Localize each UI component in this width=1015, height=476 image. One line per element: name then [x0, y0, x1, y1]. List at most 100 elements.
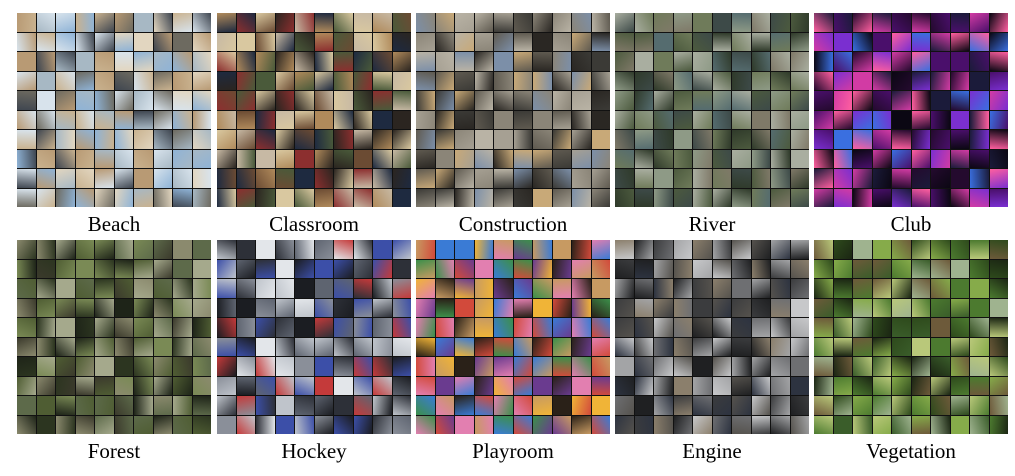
- thumbnail-tile: [790, 149, 809, 168]
- thumbnail-tile: [134, 240, 153, 259]
- thumbnail-tile: [114, 357, 133, 376]
- thumbnail-tile: [114, 279, 133, 298]
- thumbnail-tile: [970, 149, 989, 168]
- thumbnail-mosaic-river: [615, 13, 809, 207]
- thumbnail-tile: [771, 32, 790, 51]
- thumbnail-tile: [75, 13, 94, 32]
- thumbnail-tile: [334, 71, 353, 90]
- thumbnail-tile: [673, 130, 692, 149]
- thumbnail-tile: [771, 13, 790, 32]
- thumbnail-tile: [416, 32, 435, 51]
- thumbnail-tile: [416, 396, 435, 415]
- thumbnail-tile: [654, 188, 673, 207]
- thumbnail-tile: [771, 240, 790, 259]
- thumbnail-tile: [153, 130, 172, 149]
- thumbnail-tile: [892, 376, 911, 395]
- thumbnail-tile: [75, 357, 94, 376]
- thumbnail-tile: [435, 169, 454, 188]
- thumbnail-tile: [217, 318, 236, 337]
- thumbnail-tile: [693, 52, 712, 71]
- thumbnail-tile: [153, 357, 172, 376]
- thumbnail-tile: [693, 240, 712, 259]
- thumbnail-tile: [732, 357, 751, 376]
- thumbnail-tile: [654, 415, 673, 434]
- thumbnail-tile: [673, 13, 692, 32]
- thumbnail-tile: [192, 357, 211, 376]
- thumbnail-tile: [911, 279, 930, 298]
- thumbnail-tile: [693, 110, 712, 129]
- thumbnail-tile: [455, 91, 474, 110]
- thumbnail-tile: [173, 240, 192, 259]
- thumbnail-tile: [17, 149, 36, 168]
- thumbnail-tile: [572, 91, 591, 110]
- thumbnail-tile: [771, 169, 790, 188]
- thumbnail-tile: [275, 91, 294, 110]
- thumbnail-tile: [693, 91, 712, 110]
- thumbnail-tile: [833, 357, 852, 376]
- thumbnail-tile: [334, 149, 353, 168]
- thumbnail-tile: [693, 337, 712, 356]
- thumbnail-tile: [634, 259, 653, 278]
- thumbnail-tile: [989, 298, 1008, 317]
- thumbnail-tile: [654, 259, 673, 278]
- thumbnail-tile: [56, 318, 75, 337]
- thumbnail-tile: [134, 71, 153, 90]
- thumbnail-tile: [872, 279, 891, 298]
- thumbnail-tile: [693, 188, 712, 207]
- thumbnail-tile: [256, 13, 275, 32]
- thumbnail-tile: [75, 130, 94, 149]
- thumbnail-tile: [474, 279, 493, 298]
- thumbnail-tile: [334, 279, 353, 298]
- thumbnail-tile: [334, 130, 353, 149]
- thumbnail-tile: [295, 240, 314, 259]
- thumbnail-tile: [892, 52, 911, 71]
- thumbnail-tile: [950, 13, 969, 32]
- thumbnail-tile: [751, 337, 770, 356]
- thumbnail-tile: [275, 169, 294, 188]
- thumbnail-tile: [256, 130, 275, 149]
- thumbnail-tile: [95, 91, 114, 110]
- thumbnail-tile: [17, 415, 36, 434]
- thumbnail-tile: [17, 337, 36, 356]
- thumbnail-tile: [173, 188, 192, 207]
- thumbnail-tile: [314, 337, 333, 356]
- thumbnail-tile: [513, 52, 532, 71]
- thumbnail-tile: [950, 279, 969, 298]
- thumbnail-tile: [455, 110, 474, 129]
- thumbnail-tile: [814, 415, 833, 434]
- thumbnail-tile: [634, 149, 653, 168]
- thumbnail-tile: [732, 376, 751, 395]
- thumbnail-tile: [911, 337, 930, 356]
- thumbnail-tile: [892, 415, 911, 434]
- thumbnail-tile: [392, 396, 411, 415]
- thumbnail-tile: [872, 188, 891, 207]
- thumbnail-tile: [153, 279, 172, 298]
- thumbnail-tile: [36, 71, 55, 90]
- thumbnail-tile: [970, 71, 989, 90]
- thumbnail-tile: [334, 415, 353, 434]
- thumbnail-tile: [435, 357, 454, 376]
- thumbnail-tile: [17, 376, 36, 395]
- thumbnail-tile: [552, 71, 571, 90]
- thumbnail-tile: [911, 32, 930, 51]
- thumbnail-tile: [392, 318, 411, 337]
- thumbnail-tile: [153, 169, 172, 188]
- thumbnail-tile: [552, 337, 571, 356]
- thumbnail-tile: [217, 71, 236, 90]
- thumbnail-tile: [989, 32, 1008, 51]
- thumbnail-tile: [114, 337, 133, 356]
- thumbnail-tile: [373, 415, 392, 434]
- thumbnail-tile: [173, 298, 192, 317]
- thumbnail-tile: [552, 169, 571, 188]
- thumbnail-tile: [373, 376, 392, 395]
- thumbnail-tile: [853, 32, 872, 51]
- thumbnail-tile: [989, 13, 1008, 32]
- thumbnail-tile: [474, 169, 493, 188]
- thumbnail-tile: [494, 396, 513, 415]
- thumbnail-tile: [474, 396, 493, 415]
- thumbnail-tile: [790, 259, 809, 278]
- thumbnail-tile: [173, 259, 192, 278]
- thumbnail-tile: [634, 188, 653, 207]
- thumbnail-tile: [36, 188, 55, 207]
- thumbnail-tile: [591, 52, 610, 71]
